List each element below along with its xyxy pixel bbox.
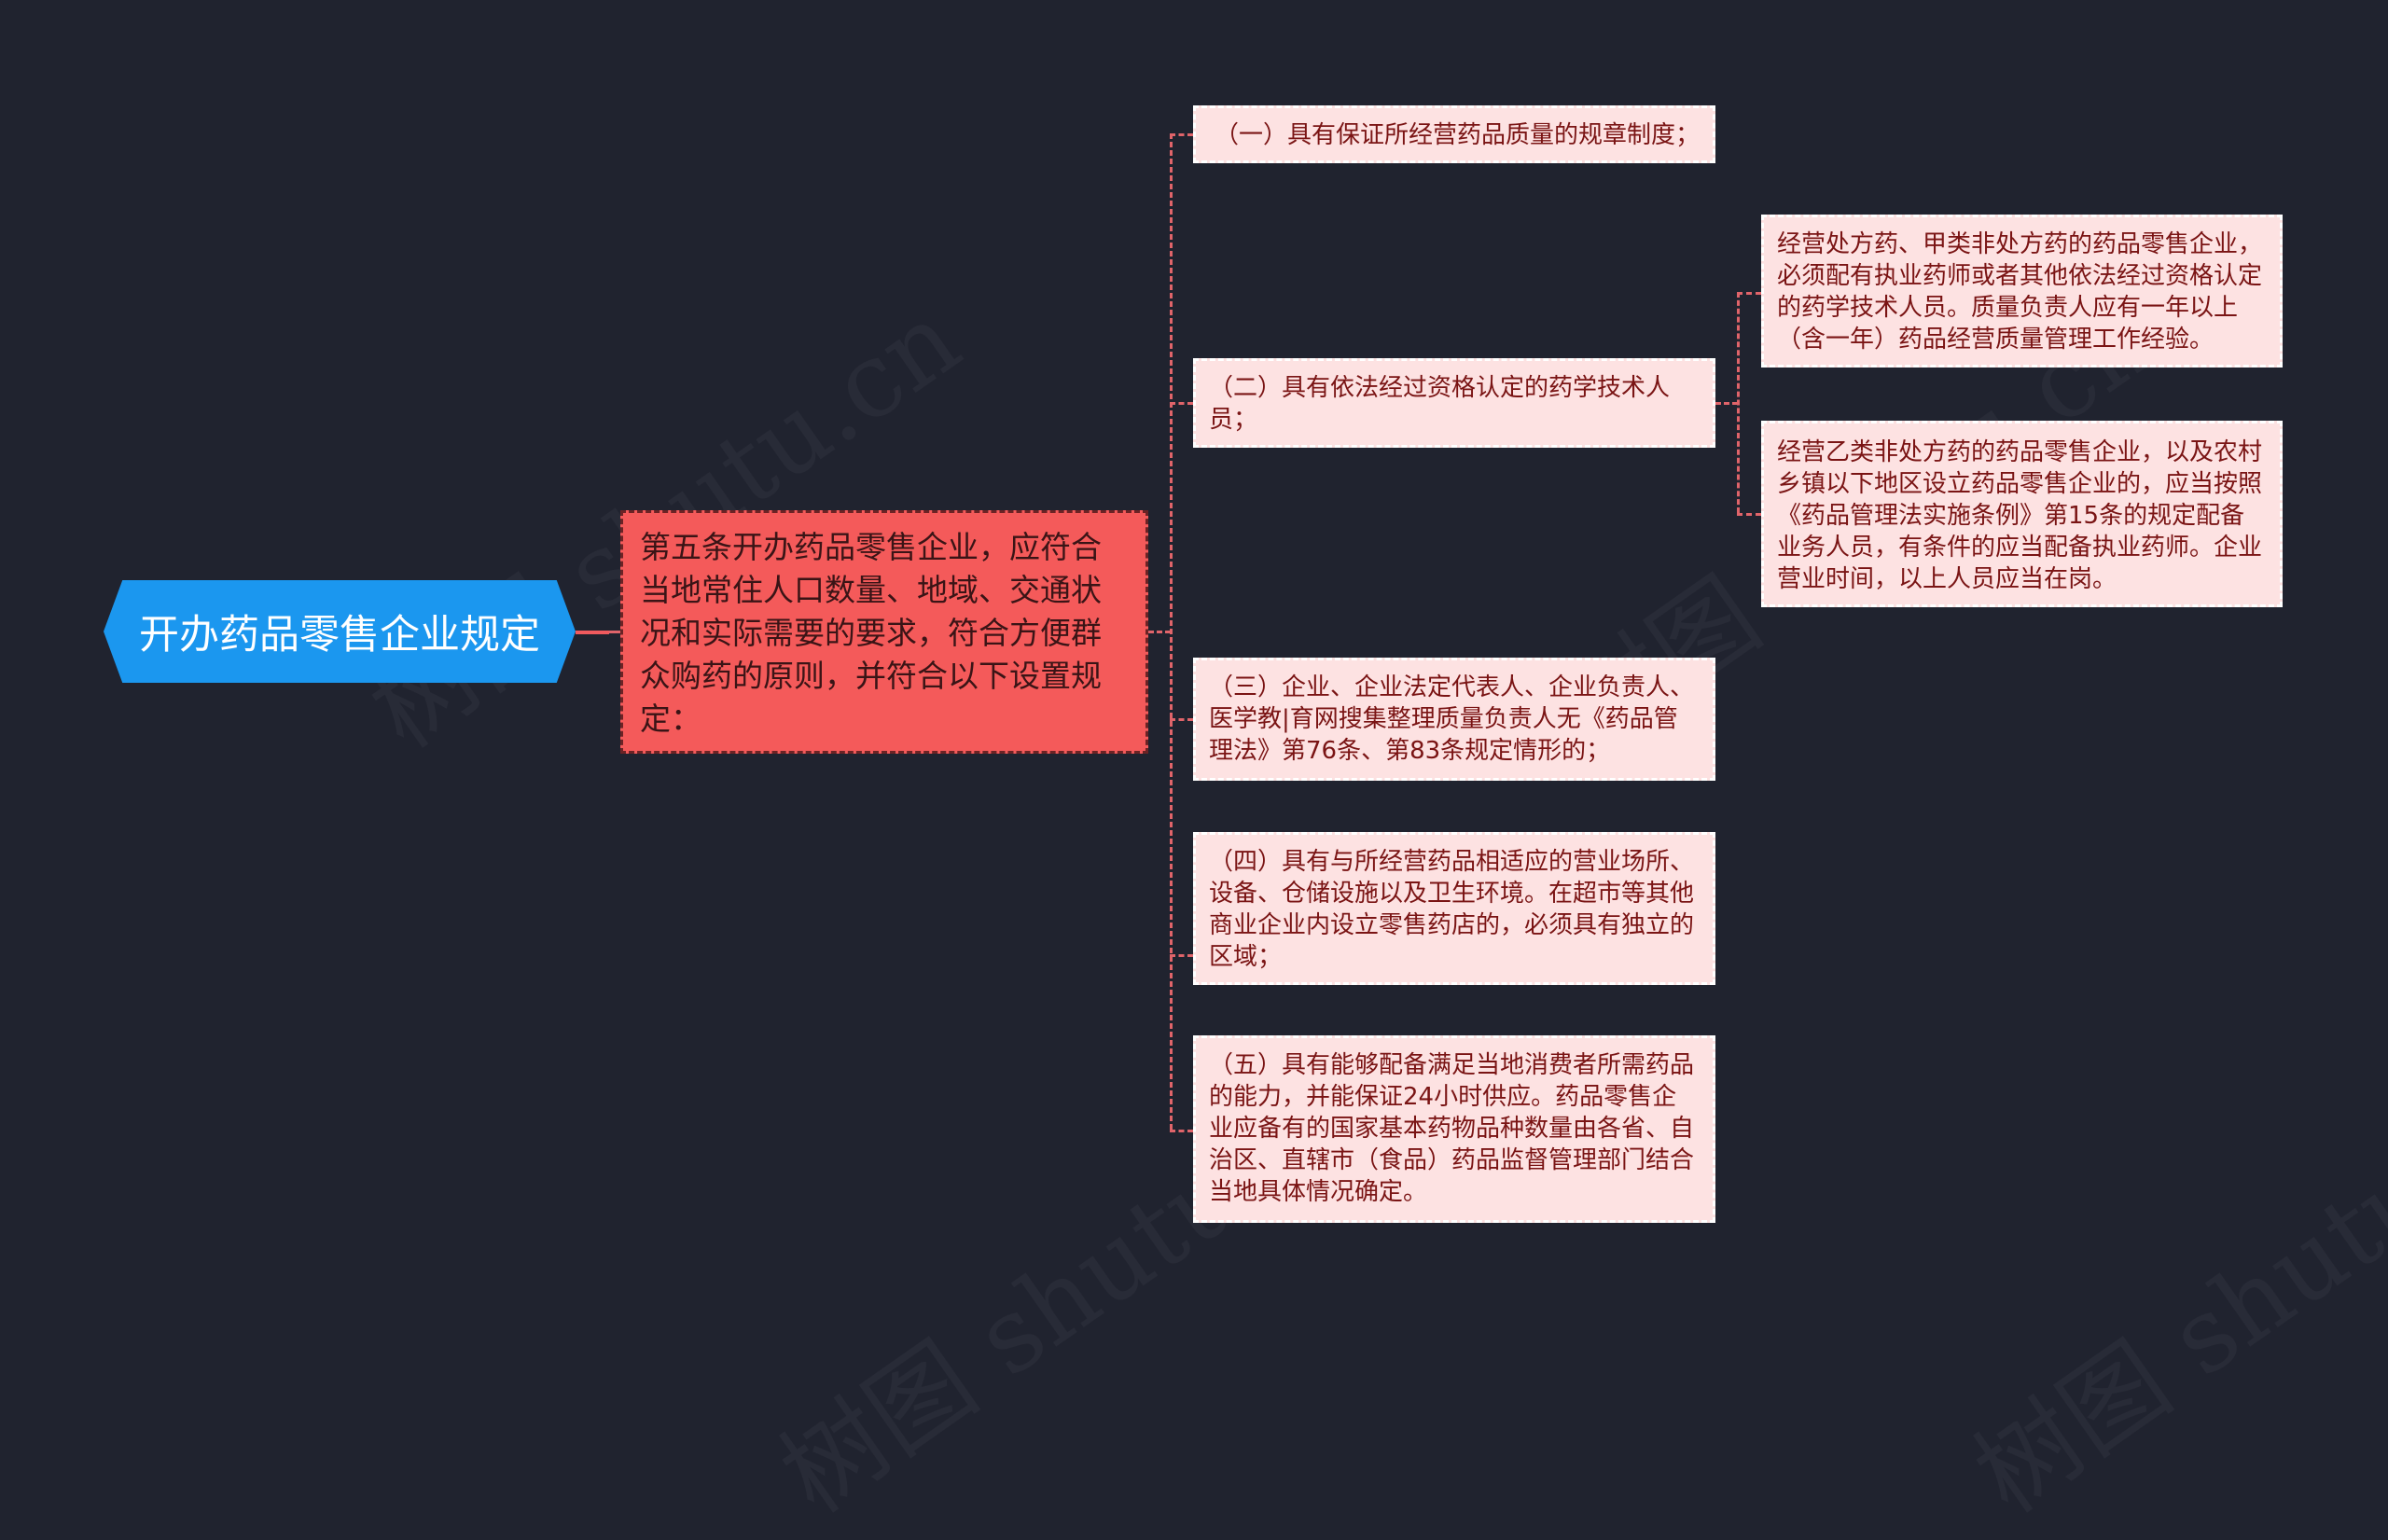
item-3-label: （三）企业、企业法定代表人、企业负责人、医学教|育网搜集整理质量负责人无《药品管… — [1209, 673, 1695, 765]
connector-item-4 — [1170, 954, 1193, 957]
sub-item-2-node[interactable]: 经营乙类非处方药的药品零售企业，以及农村乡镇以下地区设立药品零售企业的，应当按照… — [1761, 421, 2283, 607]
connector-item2-bracket — [1715, 402, 1738, 405]
item-2-node[interactable]: （二）具有依法经过资格认定的药学技术人员； — [1193, 358, 1715, 448]
connector-item-5 — [1170, 1130, 1193, 1132]
bracket-level3 — [1737, 292, 1740, 513]
item-2-label: （二）具有依法经过资格认定的药学技术人员； — [1209, 374, 1671, 434]
watermark: 树图 shutu.cn — [1940, 1024, 2388, 1540]
sub-item-1-node[interactable]: 经营处方药、甲类非处方药的药品零售企业，必须配有执业药师或者其他依法经过资格认定… — [1761, 215, 2283, 368]
sub-item-1-label: 经营处方药、甲类非处方药的药品零售企业，必须配有执业药师或者其他依法经过资格认定… — [1777, 230, 2263, 354]
connector-sub-1 — [1737, 292, 1761, 295]
connector-item-1 — [1170, 133, 1193, 136]
item-4-node[interactable]: （四）具有与所经营药品相适应的营业场所、设备、仓储设施以及卫生环境。在超市等其他… — [1193, 832, 1715, 985]
root-topic[interactable]: 开办药品零售企业规定 — [104, 580, 576, 683]
connector-item-3 — [1170, 718, 1193, 721]
root-topic-label: 开办药品零售企业规定 — [139, 612, 540, 659]
item-4-label: （四）具有与所经营药品相适应的营业场所、设备、仓储设施以及卫生环境。在超市等其他… — [1209, 848, 1695, 971]
item-5-node[interactable]: （五）具有能够配备满足当地消费者所需药品的能力，并能保证24小时供应。药品零售企… — [1193, 1035, 1715, 1223]
item-1-label: （一）具有保证所经营药品质量的规章制度； — [1215, 121, 1701, 149]
item-1-node[interactable]: （一）具有保证所经营药品质量的规章制度； — [1193, 105, 1715, 163]
main-topic-article-5[interactable]: 第五条开办药品零售企业，应符合当地常住人口数量、地域、交通状况和实际需要的要求，… — [620, 510, 1148, 754]
connector-root-main — [576, 631, 609, 634]
connector-root-main-dashed — [609, 631, 620, 633]
bracket-level2 — [1170, 133, 1173, 1130]
connector-item-2 — [1170, 402, 1193, 405]
sub-item-2-label: 经营乙类非处方药的药品零售企业，以及农村乡镇以下地区设立药品零售企业的，应当按照… — [1777, 438, 2263, 593]
connector-main-bracket — [1148, 631, 1171, 633]
item-5-label: （五）具有能够配备满足当地消费者所需药品的能力，并能保证24小时供应。药品零售企… — [1209, 1051, 1695, 1206]
item-3-node[interactable]: （三）企业、企业法定代表人、企业负责人、医学教|育网搜集整理质量负责人无《药品管… — [1193, 658, 1715, 781]
main-topic-label: 第五条开办药品零售企业，应符合当地常住人口数量、地域、交通状况和实际需要的要求，… — [640, 529, 1102, 737]
connector-sub-2 — [1737, 513, 1761, 516]
